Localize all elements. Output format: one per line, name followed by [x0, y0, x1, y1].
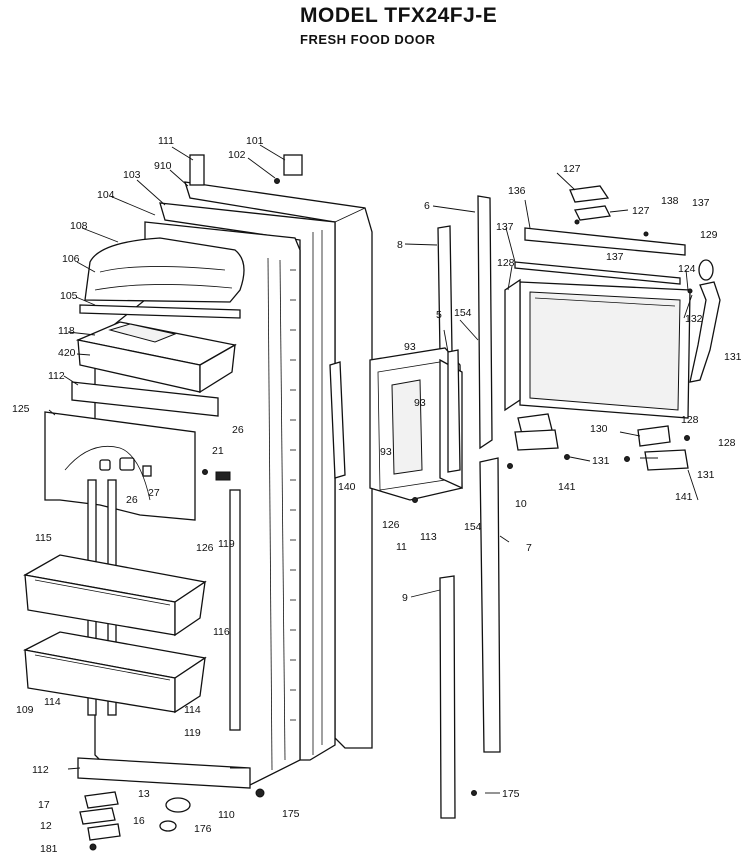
- callout-128-top: 128: [497, 257, 515, 269]
- callout-17: 17: [38, 799, 50, 811]
- callout-175-left: 175: [282, 808, 300, 820]
- callout-131-right: 131: [724, 351, 742, 363]
- callout-111: 111: [158, 135, 174, 147]
- callout-175-right: 175: [502, 788, 520, 800]
- callout-130: 130: [590, 423, 608, 435]
- callout-106: 106: [62, 253, 80, 265]
- callout-112-top: 112: [48, 370, 65, 382]
- trim-strip: [79, 304, 241, 319]
- callout-141-right: 141: [675, 491, 693, 503]
- callout-420: 420: [58, 347, 76, 359]
- callout-126-center: 126: [382, 519, 400, 531]
- callout-125: 125: [12, 403, 30, 415]
- dispenser-window-frame: [519, 281, 691, 419]
- callout-13: 13: [138, 788, 150, 800]
- frame-side-handle: [504, 278, 521, 412]
- callout-141-left: 141: [558, 481, 576, 493]
- callout-126-left: 126: [196, 542, 214, 554]
- callout-labels: 111 101 102 910 103 104 108 106 105 118 …: [12, 135, 742, 855]
- callout-131-far: 131: [697, 469, 715, 481]
- callout-103: 103: [123, 169, 141, 181]
- section-subtitle: FRESH FOOD DOOR: [300, 32, 436, 47]
- callout-93-top: 93: [404, 341, 416, 353]
- hinge-strip: [447, 349, 461, 473]
- callout-104: 104: [97, 189, 115, 201]
- small-fittings: [99, 457, 231, 481]
- callout-128-right: 128: [718, 437, 736, 449]
- callout-109: 109: [16, 704, 34, 716]
- callout-16: 16: [133, 815, 145, 827]
- door-bin-lower: [23, 631, 207, 714]
- callout-9: 9: [402, 592, 408, 604]
- model-title: MODEL TFX24FJ-E: [300, 4, 498, 27]
- callout-7: 7: [526, 542, 532, 554]
- callout-112-bottom: 112: [32, 764, 49, 776]
- callout-115: 115: [35, 532, 52, 544]
- callout-93-mid: 93: [414, 397, 426, 409]
- callout-128-mid: 128: [681, 414, 699, 426]
- callout-102: 102: [228, 149, 246, 161]
- callout-8: 8: [397, 239, 403, 251]
- callout-26-left: 26: [126, 494, 138, 506]
- callout-910: 910: [154, 160, 172, 172]
- door-bin-upper: [23, 554, 207, 637]
- callout-93-low: 93: [380, 446, 392, 458]
- callout-6: 6: [424, 200, 430, 212]
- callout-154-top: 154: [454, 307, 472, 319]
- callout-137-bottom: 137: [606, 251, 624, 263]
- callout-27: 27: [148, 487, 160, 499]
- callout-124: 124: [678, 263, 696, 275]
- callout-154-bottom: 154: [464, 521, 482, 533]
- callout-108: 108: [70, 220, 88, 232]
- callout-21: 21: [212, 445, 224, 457]
- upper-bracket: [514, 185, 686, 285]
- callout-26-right: 26: [232, 424, 244, 436]
- callout-137-left: 137: [496, 221, 514, 233]
- lower-brackets: [514, 413, 689, 471]
- callout-129: 129: [700, 229, 718, 241]
- callout-140: 140: [338, 481, 356, 493]
- dispenser-cover: [84, 237, 245, 303]
- callout-114-left: 114: [44, 696, 61, 708]
- ice-chute: [75, 321, 237, 394]
- screws: [412, 231, 693, 796]
- callout-132: 132: [685, 313, 703, 325]
- callout-11: 11: [396, 541, 407, 553]
- wire-harness-cover: [329, 361, 346, 479]
- bottom-trim-bar: [77, 757, 251, 789]
- callout-137-right: 137: [692, 197, 710, 209]
- callout-105: 105: [60, 290, 78, 302]
- callout-118: 118: [58, 325, 75, 337]
- callout-119-upper: 119: [218, 538, 235, 550]
- callout-110: 110: [218, 809, 235, 821]
- callout-176: 176: [194, 823, 212, 835]
- callout-181: 181: [40, 843, 58, 855]
- callout-138: 138: [661, 195, 679, 207]
- callout-131-mid: 131: [592, 455, 610, 467]
- callout-136: 136: [508, 185, 526, 197]
- callout-101: 101: [246, 135, 264, 147]
- callout-127-right: 127: [632, 205, 650, 217]
- callout-12: 12: [40, 820, 52, 832]
- callout-114-right: 114: [184, 704, 201, 716]
- callout-113: 113: [420, 531, 437, 543]
- gasket-strips: [437, 195, 501, 819]
- bottom-hinge-parts: [79, 788, 265, 851]
- top-small-parts: [189, 154, 303, 186]
- callout-5: 5: [436, 309, 442, 321]
- callout-127-top: 127: [563, 163, 581, 175]
- leader-lines: [48, 144, 699, 794]
- right-hinge-arm: [689, 259, 721, 383]
- callout-10: 10: [515, 498, 527, 510]
- callout-119-lower: 119: [184, 727, 201, 739]
- top-trim-bar: [71, 381, 219, 417]
- callout-116: 116: [213, 626, 230, 638]
